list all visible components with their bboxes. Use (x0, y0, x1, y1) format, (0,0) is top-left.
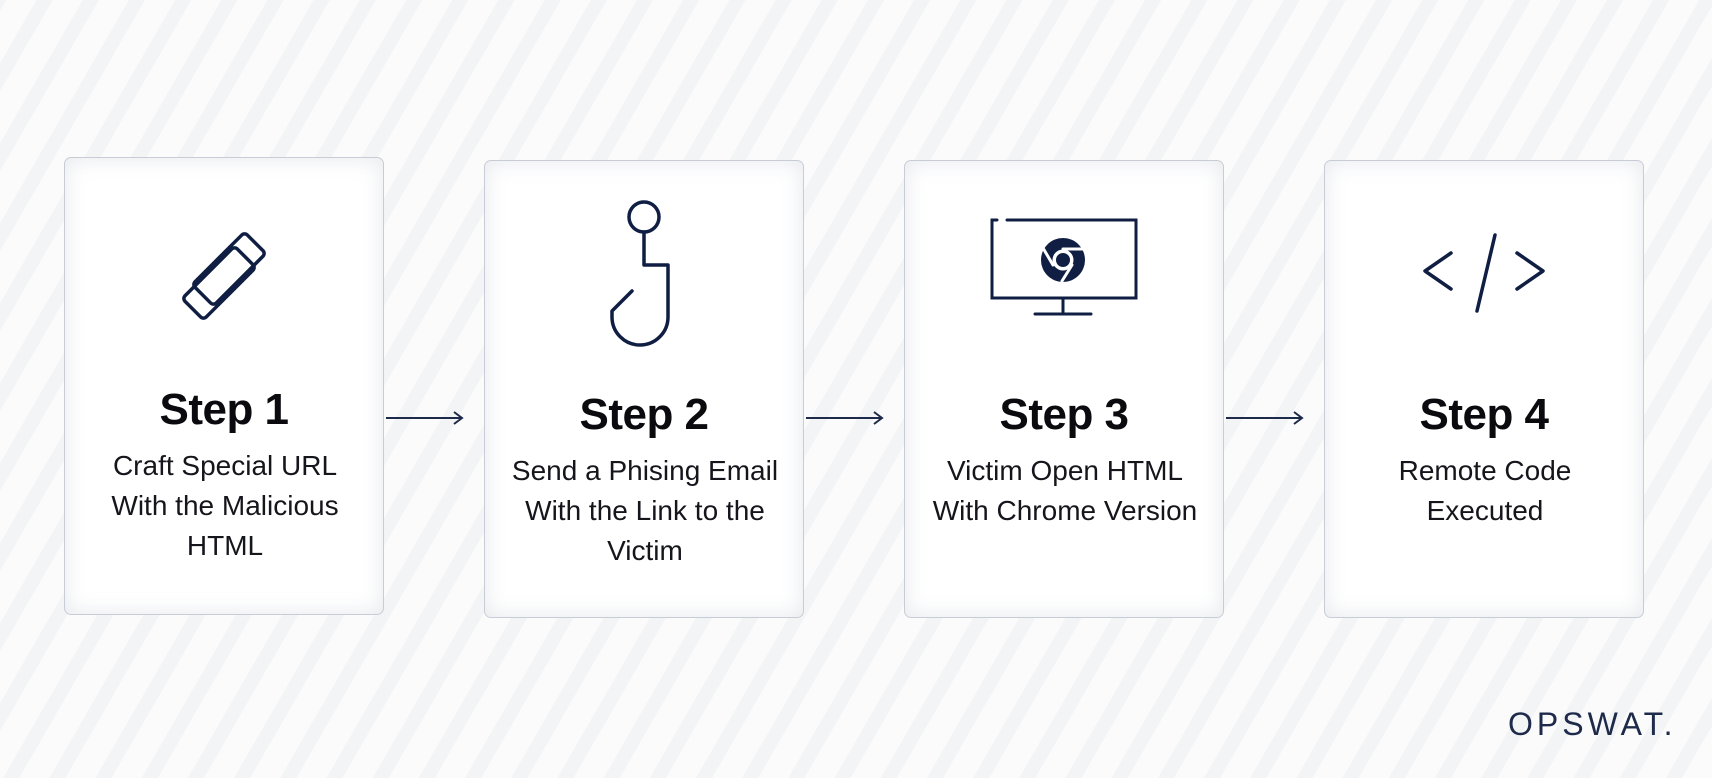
link-icon (65, 206, 383, 346)
step-4-title: Step 4 (1419, 390, 1549, 439)
step-4-card: Step 4 Remote Code Executed (1324, 160, 1644, 618)
fishing-hook-icon (485, 199, 803, 349)
arrow-2-to-3-icon (806, 411, 884, 425)
step-3-card: Step 3 Victim Open HTML With Chrome Vers… (904, 160, 1224, 618)
step-2-title: Step 2 (579, 390, 709, 439)
step-3-title: Step 3 (999, 390, 1129, 439)
step-2-description: Send a Phising Email With the Link to th… (511, 455, 779, 566)
code-icon (1325, 233, 1643, 313)
step-4-description: Remote Code Executed (1398, 455, 1572, 526)
step-3-description: Victim Open HTML With Chrome Version (932, 455, 1198, 526)
step-1-card: Step 1 Craft Special URL With the Malici… (64, 157, 384, 615)
step-1-title: Step 1 (159, 385, 289, 434)
arrow-3-to-4-icon (1226, 411, 1304, 425)
step-2-card: Step 2 Send a Phising Email With the Lin… (484, 160, 804, 618)
monitor-chrome-icon (905, 218, 1223, 322)
opswat-logo: OPSWAT. (1508, 706, 1677, 742)
step-1-description: Craft Special URL With the Malicious HTM… (111, 450, 339, 561)
arrow-1-to-2-icon (386, 411, 464, 425)
